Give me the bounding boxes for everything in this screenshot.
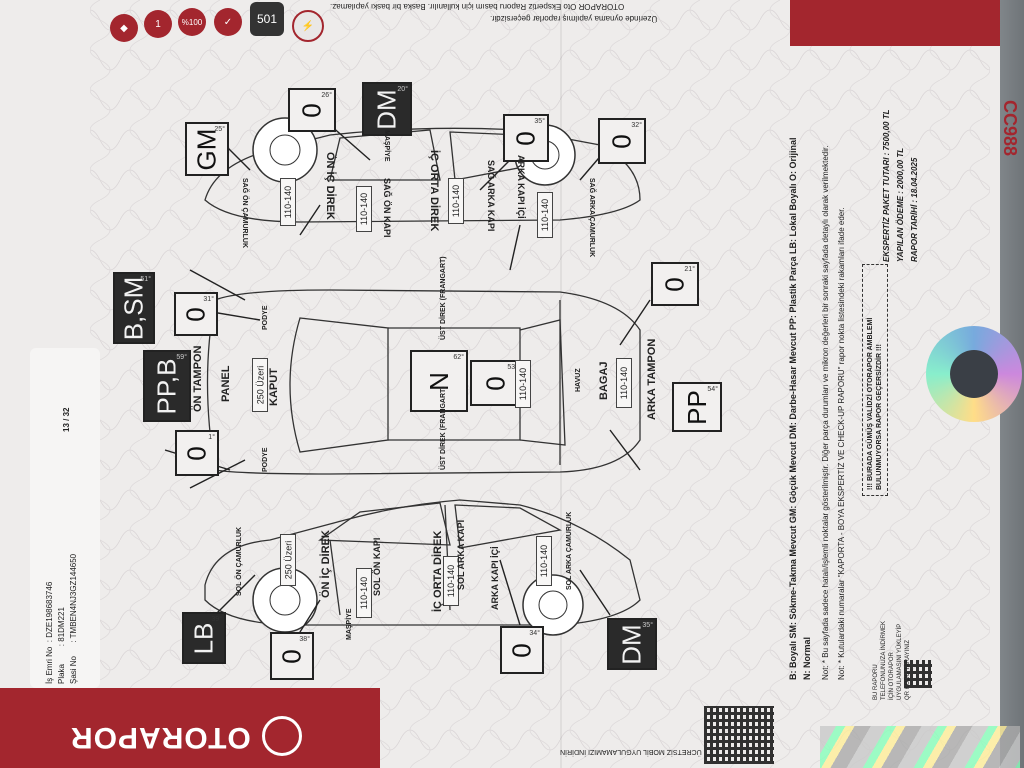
thickness-hood: 250 Üzeri [252,358,268,412]
label-ust-direk-right: ÜST DİREK (FRANGART) [440,256,447,340]
thickness-trunk: 110-140 [616,358,632,408]
badge-501: 501 [250,2,284,36]
label-sol-arka-camurluk: SOL ARKA ÇAMURLUK [566,511,573,590]
label-arka-tampon: ARKA TAMPON [646,338,658,420]
notes-block: Not: * Bu sayfada sadece hatalı/işlemli … [820,100,848,680]
brand-bar [0,688,380,768]
label-ust-direk-left: ÜST DİREK (FRANGART) [440,386,447,470]
thickness-right-rear-door: 110-140 [448,178,464,224]
label-ic-orta-direk-left: İÇ ORTA DİREK [432,530,444,612]
badge-check-icon: ✓ [214,8,242,36]
label-bagaj: BAGAJ [598,361,610,400]
hologram-strip [820,726,1020,768]
thickness-right-front-fender: 110-140 [280,178,296,226]
serial-number: CC988 [1000,100,1020,157]
thickness-left-front-fender: 250 Üzeri [280,534,296,586]
small-qr-icon [904,660,932,688]
thickness-roof: 110-140 [515,360,531,408]
report-date: RAPOR TARİHİ : 18.04.2025 [910,157,919,262]
footer-note: BU RAPORU TELEFONUNUZA İNDİRMEK İÇİN OTO… [873,620,911,700]
label-arka-kapi-ici-right: ARKA KAPI İÇİ [516,155,526,219]
label-havuz: HAVUZ [575,368,582,392]
page-fold [560,0,562,768]
badge-bolt-icon: ⚡ [292,10,324,42]
thickness-left-front-door: 110-140 [356,568,372,618]
label-panel: PANEL [220,365,232,402]
legend-line-2: N: Normal [802,636,812,680]
brand-logo-icon [262,716,302,756]
vehicle-info-card [30,348,100,688]
thickness-left-rear-fender: 110-140 [536,536,552,586]
label-ic-orta-direk-right: İÇ ORTA DİREK [428,150,440,232]
fees-block: EKSPERTİZ PAKET TUTARI : 7500,00 TL YAPI… [880,110,922,262]
footer-app-text: ÜCRETSİZ MOBİL UYGULAMAMIZI İNDİRİN [560,748,702,755]
thickness-right-rear-fender: 110-140 [537,192,553,238]
badge-shield-icon: ◆ [110,14,138,42]
label-podye-left: PODYE [262,447,269,472]
legend-line-1: B: Boyalı SM: Sökme-Takma Mevcut GM: Göç… [788,137,798,680]
thickness-right-front-door: 110-140 [356,186,372,232]
vehicle-diagrams [164,117,651,641]
note-2: Not: * Kutulardaki numaralar "KAPORTA - … [837,207,846,680]
corner-red-band [790,0,1000,46]
label-sol-arka-kapi: SOL ARKA KAPI [456,519,466,590]
label-kaput: KAPUT [268,368,280,406]
warning-stamp-text: !!! BURADA GÜMÜŞ VALİDZİ OTORAPOR AMBLEM… [867,317,883,490]
label-on-ic-direk-right: ÖN İÇ DİREK [324,152,336,220]
label-sol-on-camurluk: SOL ÖN ÇAMURLUK [236,526,243,596]
label-on-tampon: ÖN TAMPON [192,345,204,412]
badge-percent: %100 [178,8,206,36]
label-sol-on-kapi: SOL ÖN KAPI [372,537,382,596]
label-marspiye-right: MAŞPİYE [383,130,390,162]
qr-code-icon [704,706,774,764]
label-on-ic-direk-left: ÖN İÇ DİREK [320,530,332,598]
warning-stamp-box [862,264,888,496]
label-podye-right: PODYE [262,305,269,330]
legend-block: B: Boyalı SM: Sökme-Takma Mevcut GM: Göç… [786,100,814,680]
note-1: Not: * Bu sayfada sadece hatalı/işlemli … [821,145,830,680]
hologram-seal-center-icon [950,350,998,398]
label-arka-kapi-ici-left: ARKA KAPI İÇİ [490,546,500,610]
label-sag-arka-kapi: SAĞ ARKA KAPI [486,160,496,232]
top-view-car-outline [206,289,641,475]
thickness-left-center-pillar: 110-140 [443,556,459,606]
badge-one: 1 [144,10,172,38]
fee-payment: YAPILAN ÖDEME : 2000,00 TL [896,147,905,262]
label-sag-arka-camurluk: SAĞ ARKA ÇAMURLUK [588,178,595,258]
label-sag-on-kapi: SAĞ ÖN KAPI [382,178,392,238]
left-wheels [252,567,584,636]
fee-package: EKSPERTİZ PAKET TUTARI : 7500,00 TL [882,109,891,262]
label-marspiye-left: MAŞPİYE [346,608,353,640]
label-sag-on-camurluk: SAĞ ÖN ÇAMURLUK [241,178,248,248]
